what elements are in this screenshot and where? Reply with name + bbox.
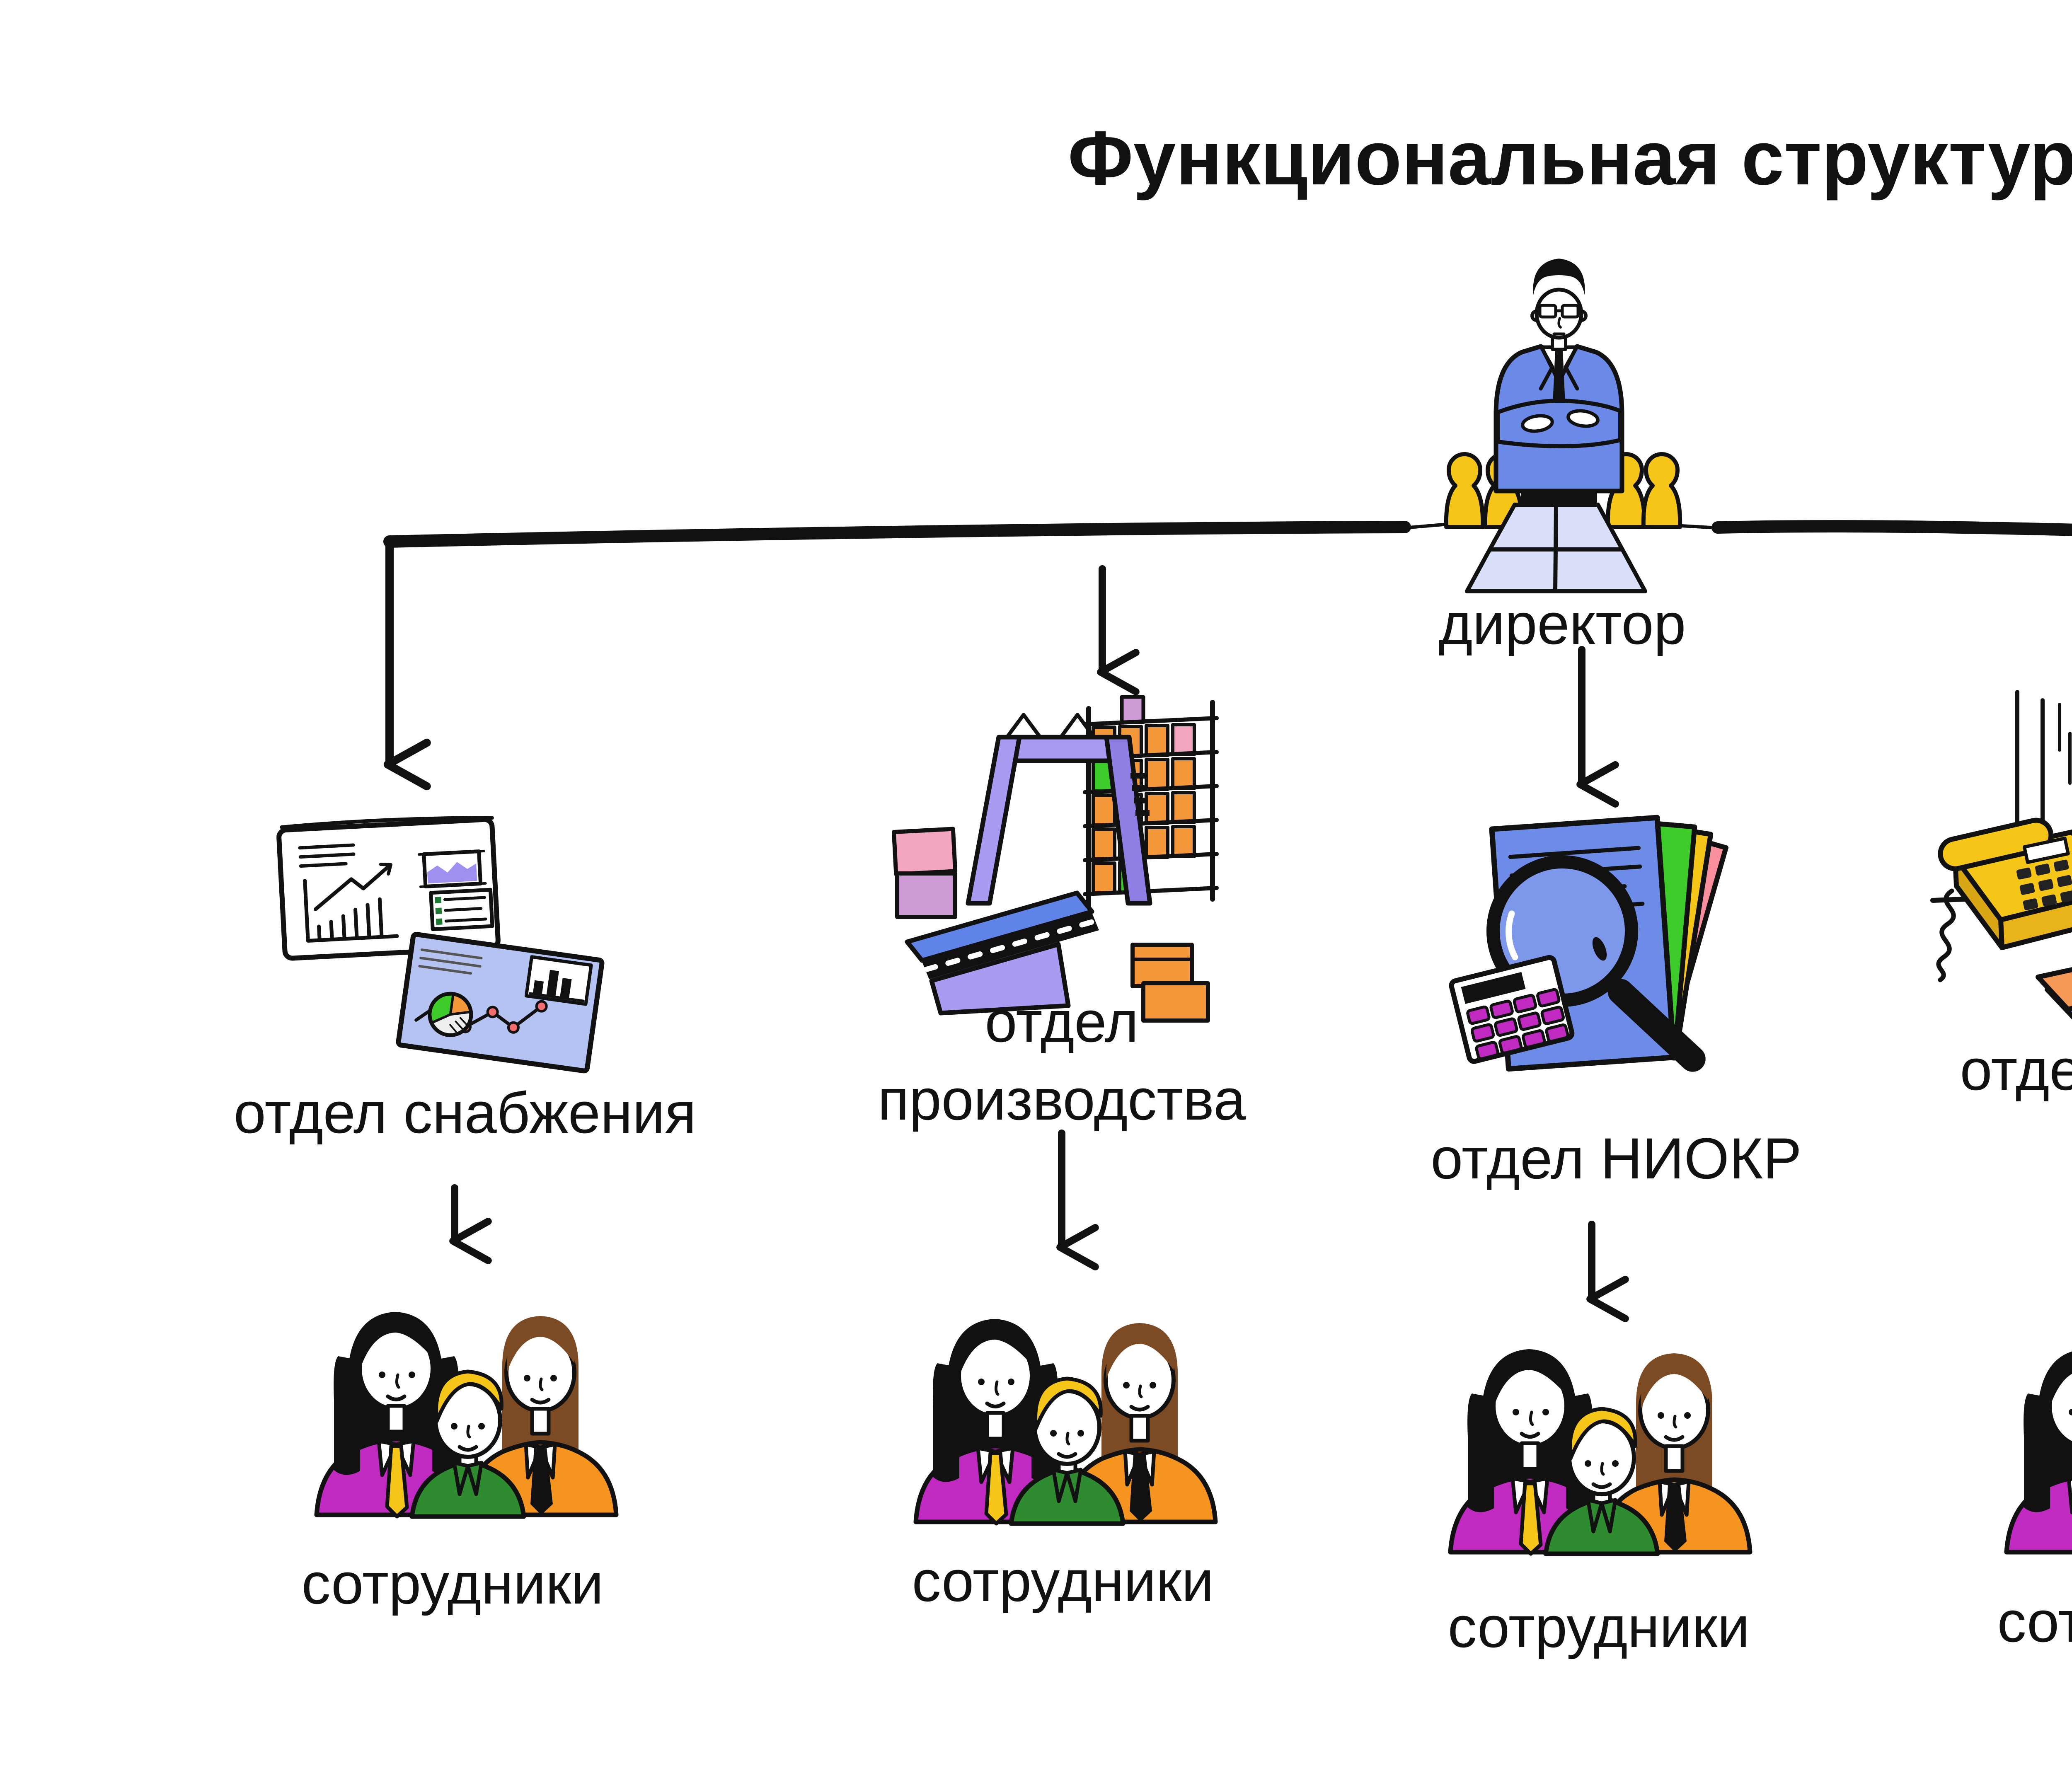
conveyor-warehouse-icon [892,695,1219,1023]
team-supply-icon [317,1312,616,1517]
page-title: Функциональная структура [1067,116,2072,201]
staff-production-label: сотрудники [912,1548,1214,1613]
dept-production-label-line1: отдел [985,989,1139,1054]
magnifier-documents-icon [1449,815,1728,1072]
dashboard-charts-icon [276,816,605,1074]
director-figure-icon [1446,259,1680,593]
team-sales-icon [2007,1349,2072,1554]
conference-table [1465,503,1647,593]
telephone-icon [1936,818,2072,982]
staff-supply-label: сотрудники [301,1551,604,1616]
connector-lines [383,517,2072,548]
calculator-icon [1449,955,1575,1064]
conveyor-machine [905,713,1152,1016]
dept-rnd-label: отдел НИОКР [1431,1126,1802,1191]
dept-production-label: отдел производства [878,983,1246,1139]
phone-desk-icon [1930,690,2072,1020]
dept-production-label-line2: производства [878,1067,1246,1132]
team-rnd-icon [1450,1349,1750,1554]
arrows-director-to-departments [383,539,1619,808]
team-production-icon [916,1319,1215,1524]
glasses-icon [1538,304,1580,319]
cargo-boxes [892,827,1210,1023]
dept-sales-label: отдел сбыта [1960,1037,2072,1102]
staff-sales-label: сотрудники [1997,1589,2072,1654]
dept-supply-label: отдел снабжения [233,1080,697,1145]
folders [2036,967,2072,1020]
arrows-departments-to-staff [449,1130,1629,1323]
staff-rnd-label: сотрудники [1447,1594,1750,1659]
shelf-rack [1083,695,1219,908]
director-label: директор [1438,591,1686,656]
